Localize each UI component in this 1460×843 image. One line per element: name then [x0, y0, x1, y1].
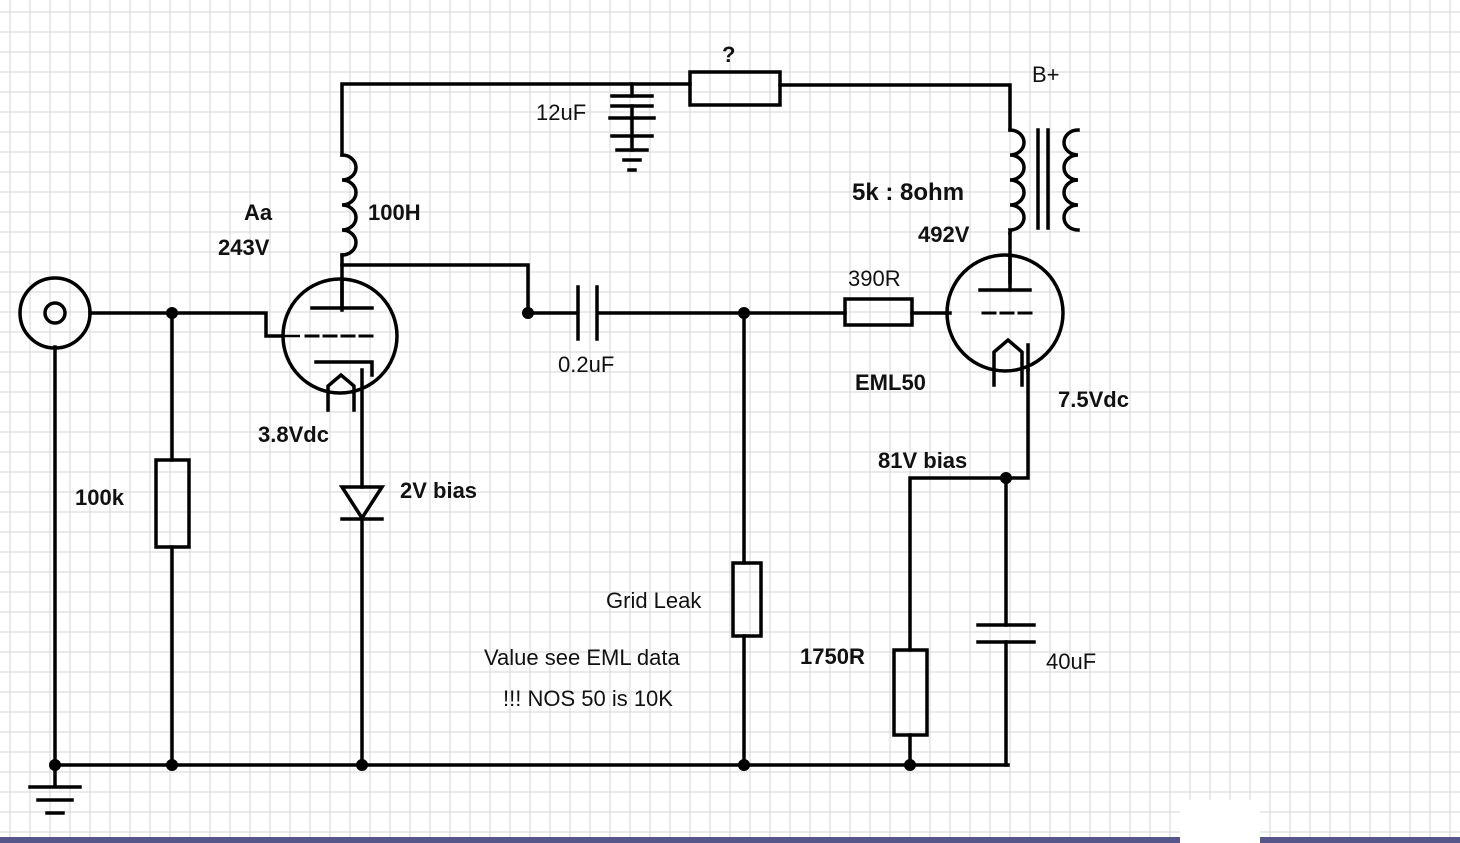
bottom-bar [0, 837, 1460, 843]
label-12uf: 12uF [536, 100, 586, 125]
label-38vdc: 3.8Vdc [258, 422, 329, 447]
label-81v-bias: 81V bias [878, 448, 967, 473]
label-aa: Aa [244, 200, 273, 225]
label-value-note: Value see EML data [484, 645, 680, 670]
resistor-1750r [892, 648, 929, 737]
label-unknown-resistor: ? [722, 42, 735, 67]
ground-icon [28, 763, 82, 815]
label-100k: 100k [75, 485, 125, 510]
label-40uf: 40uF [1046, 649, 1096, 674]
resistor-grid-leak [731, 561, 763, 638]
label-492v: 492V [918, 222, 970, 247]
label-100h: 100H [368, 200, 421, 225]
resistor-unknown [688, 70, 782, 107]
label-grid-leak: Grid Leak [606, 588, 702, 613]
junction-dots [49, 307, 1012, 771]
label-transformer: 5k : 8ohm [852, 179, 964, 206]
output-transformer-icon [1007, 128, 1080, 236]
resistor-100k [154, 458, 191, 549]
input-jack-icon [18, 276, 92, 350]
label-02uf: 0.2uF [558, 352, 614, 377]
capacitor-02uf-icon [576, 285, 599, 341]
label-243v: 243V [218, 235, 270, 260]
label-75vdc: 7.5Vdc [1058, 387, 1129, 412]
label-nos-note: !!! NOS 50 is 10K [503, 686, 673, 711]
capacitor-40uf-icon [976, 623, 1036, 644]
driver-tube-icon [281, 277, 399, 412]
wiring [53, 82, 1030, 767]
label-2v-bias: 2V bias [400, 478, 477, 503]
label-390r: 390R [848, 266, 901, 291]
capacitor-12uf-icon [608, 94, 656, 172]
label-1750r: 1750R [800, 644, 865, 669]
label-eml50: EML50 [855, 370, 926, 395]
diode-icon [338, 485, 386, 522]
resistor-390r [843, 297, 914, 327]
output-tube-icon [945, 253, 1065, 387]
label-b-plus: B+ [1032, 62, 1060, 87]
choke-100h-icon [340, 153, 358, 257]
